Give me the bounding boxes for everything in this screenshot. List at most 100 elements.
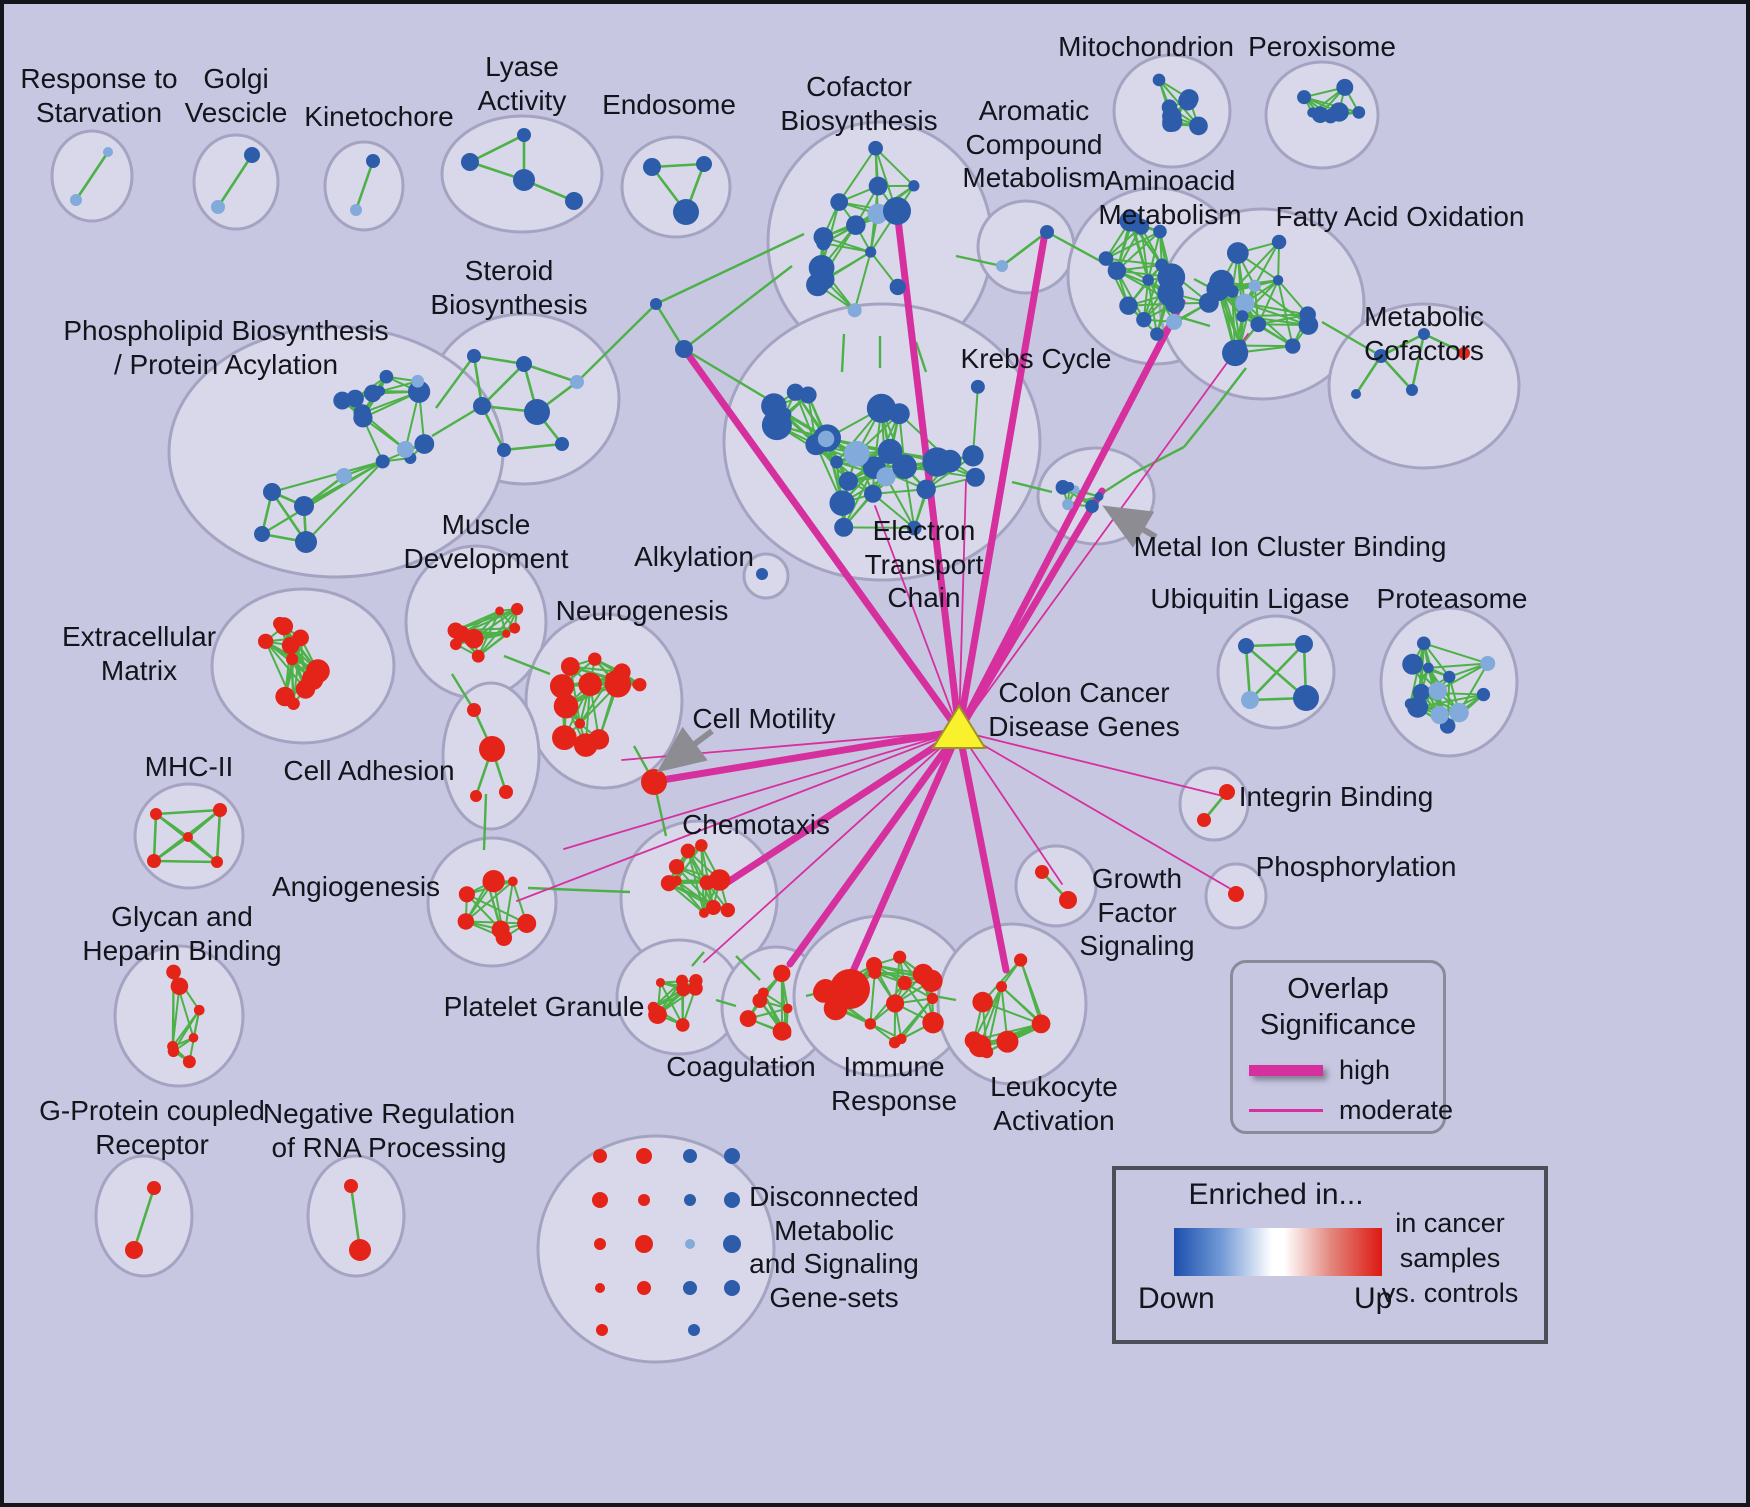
gene-set-node	[838, 471, 858, 491]
enrichment-legend-title: Enriched in...	[1188, 1178, 1364, 1211]
gene-set-node	[1295, 635, 1313, 653]
gene-set-node	[864, 1018, 877, 1030]
gene-set-node	[1228, 886, 1244, 902]
gene-set-node	[965, 467, 985, 487]
gene-set-node	[773, 964, 791, 983]
gene-set-node	[170, 977, 189, 996]
inter-cluster-edge	[450, 673, 476, 711]
gene-set-node	[1443, 670, 1456, 683]
gene-set-node	[275, 617, 294, 636]
gene-set-node	[213, 803, 227, 817]
gene-set-node	[724, 1192, 740, 1208]
gene-set-node	[244, 147, 260, 163]
inter-cluster-edge	[683, 265, 793, 350]
gene-set-node	[1271, 234, 1287, 250]
nodes-layer	[70, 73, 1496, 1336]
gene-set-edge	[823, 242, 871, 254]
gene-set-node	[1222, 339, 1249, 367]
gene-set-edge	[1422, 642, 1451, 678]
gene-set-node	[638, 1194, 650, 1206]
gene-set-edge	[473, 354, 525, 366]
gene-set-node	[1153, 224, 1167, 239]
gene-set-node	[183, 832, 193, 842]
gene-set-edge	[1428, 662, 1488, 669]
gene-set-node	[1422, 662, 1434, 674]
overlap-edge-high	[724, 727, 963, 886]
gene-set-edge	[264, 640, 307, 690]
overlap-edge-high	[955, 727, 1010, 974]
inter-cluster-edges-layer	[431, 230, 1382, 1008]
gene-set-edge	[838, 147, 877, 203]
cluster-ellipse-golgi	[192, 133, 280, 231]
gene-set-node	[594, 1238, 606, 1250]
gene-set-node	[593, 1149, 607, 1163]
gene-set-node	[1035, 865, 1049, 879]
gene-set-edge	[1253, 241, 1280, 287]
gene-set-node	[799, 386, 817, 404]
gene-set-node	[573, 733, 598, 757]
gene-set-node	[375, 454, 390, 469]
gene-set-node	[908, 180, 920, 192]
overlap-edge-moderate	[958, 730, 1237, 893]
overlap-edge-high	[680, 345, 963, 735]
gene-set-node	[452, 625, 470, 643]
gene-set-node	[685, 1239, 695, 1249]
gene-set-node	[407, 380, 431, 403]
gene-set-node	[286, 653, 299, 666]
gene-set-node	[1298, 315, 1319, 335]
gene-set-node	[1013, 953, 1028, 967]
gene-set-node	[724, 1280, 740, 1296]
gene-set-edge	[469, 133, 525, 164]
gene-set-node	[781, 1029, 792, 1039]
gene-set-node	[1216, 281, 1227, 293]
gene-set-node	[1031, 1014, 1051, 1034]
gene-set-node	[491, 920, 510, 939]
gene-set-node	[632, 679, 643, 690]
inter-cluster-edge	[840, 333, 846, 373]
inter-cluster-edge	[527, 886, 631, 894]
gene-set-node	[1189, 116, 1208, 136]
enrichment-gradient-bar	[1174, 1228, 1382, 1276]
gene-set-edge	[675, 880, 714, 909]
gene-set-edge	[869, 1022, 902, 1040]
gene-set-node	[182, 1055, 196, 1069]
gene-set-node	[1418, 328, 1430, 340]
gene-set-node	[830, 455, 843, 469]
moderate-significance-line-swatch	[1249, 1109, 1323, 1112]
gene-set-node	[344, 1179, 358, 1193]
gene-set-node	[995, 981, 1008, 993]
gene-set-node	[1272, 275, 1284, 286]
gene-set-node	[675, 340, 693, 358]
gene-set-node	[588, 652, 602, 666]
gene-set-node	[720, 902, 735, 918]
gene-set-edge	[1105, 230, 1161, 260]
gene-set-node	[972, 991, 993, 1013]
gene-set-edge	[869, 972, 876, 1024]
gene-set-node	[513, 169, 535, 191]
overlap-edge-high	[955, 298, 1186, 735]
cluster-ellipse-glycan	[113, 944, 245, 1088]
gene-set-node	[471, 649, 485, 663]
inter-cluster-edge	[1046, 230, 1103, 264]
gene-set-node	[830, 969, 870, 1009]
gene-set-node	[907, 520, 922, 536]
disease-genes-triangle	[931, 704, 987, 749]
gene-set-node	[1062, 498, 1074, 511]
gene-set-node	[829, 490, 855, 516]
overlap-edges-layer	[516, 207, 1249, 982]
gene-set-node	[1352, 106, 1366, 119]
inter-cluster-edge	[914, 341, 928, 373]
gene-set-node	[470, 790, 482, 802]
enrichment-down-label: Down	[1138, 1282, 1215, 1315]
gene-set-node	[938, 449, 962, 473]
gene-set-node	[346, 389, 364, 408]
gene-set-node	[834, 517, 854, 537]
gene-set-node	[565, 192, 583, 210]
gene-set-edge	[503, 442, 563, 452]
gene-set-node	[1059, 891, 1077, 909]
gene-set-node	[723, 1235, 741, 1253]
gene-set-edge	[1417, 693, 1484, 709]
gene-set-node	[497, 443, 511, 457]
overlap-significance-legend: Overlap Significance high moderate	[1230, 960, 1453, 1134]
gene-set-node	[1040, 225, 1054, 239]
